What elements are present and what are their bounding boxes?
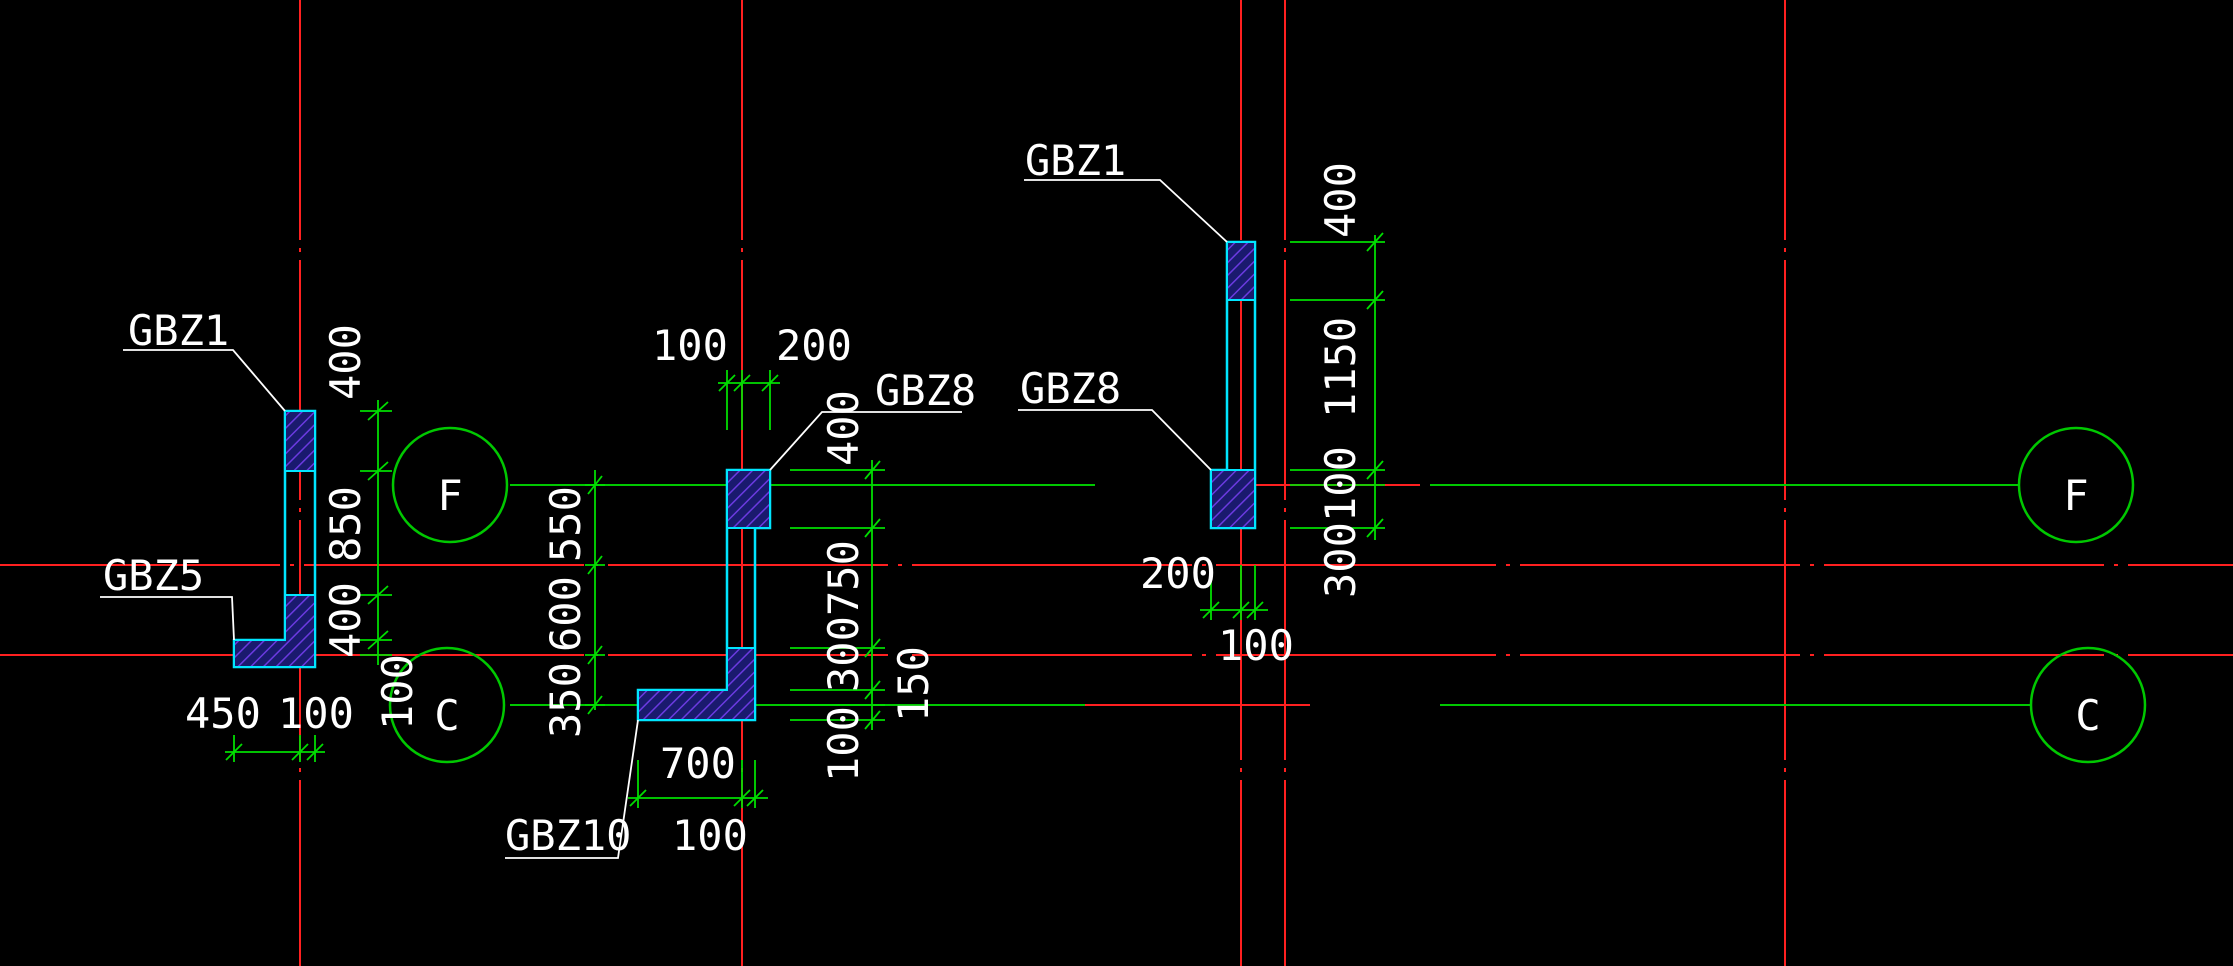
axis-bubble-f-left: F xyxy=(391,426,509,544)
dim-text: 100 xyxy=(373,654,422,730)
dim-text: 300 xyxy=(1316,522,1365,598)
dim-text: 300 xyxy=(819,616,868,692)
wall-gbz8-gbz10[interactable] xyxy=(636,468,772,722)
wall-gbz1-gbz8-right[interactable] xyxy=(1209,240,1257,530)
dim-text: 200 xyxy=(1140,549,1216,598)
dim-text: 100 xyxy=(819,706,868,782)
dim-text: 400 xyxy=(321,582,370,658)
axis-label-c: C xyxy=(2075,691,2100,740)
axis-bubble-c-left: C xyxy=(388,646,506,764)
label-gbz1: GBZ1 xyxy=(1025,136,1126,185)
dim-text: 100 xyxy=(1218,621,1294,670)
axis-label-f: F xyxy=(437,471,462,520)
component-labels: GBZ1 GBZ5 GBZ8 GBZ10 GBZ1 GBZ8 xyxy=(103,136,1126,860)
axis-label-c: C xyxy=(434,691,459,740)
dim-text: 100 xyxy=(278,689,354,738)
dimension-lines xyxy=(225,232,1385,808)
label-gbz10: GBZ10 xyxy=(505,811,631,860)
leader-lines xyxy=(100,179,1228,859)
dim-text: 850 xyxy=(321,486,370,562)
label-gbz5: GBZ5 xyxy=(103,551,204,600)
dim-text: 400 xyxy=(1316,162,1365,238)
wall-gbz1-gbz5[interactable] xyxy=(232,409,317,669)
dim-text: 600 xyxy=(541,576,590,652)
dim-text: 550 xyxy=(541,486,590,562)
dim-text: 200 xyxy=(776,321,852,370)
dim-text: 350 xyxy=(541,662,590,738)
dim-text: 100 xyxy=(1316,446,1365,522)
label-gbz8: GBZ8 xyxy=(875,366,976,415)
label-gbz8: GBZ8 xyxy=(1020,364,1121,413)
dim-text: 400 xyxy=(819,390,868,466)
dim-text: 1150 xyxy=(1316,317,1365,418)
dim-text: 750 xyxy=(819,540,868,616)
axis-label-f: F xyxy=(2063,471,2088,520)
dim-text: 700 xyxy=(660,739,736,788)
axis-bubble-c-right: C xyxy=(2029,646,2147,764)
label-gbz1: GBZ1 xyxy=(128,306,229,355)
axis-bubble-f-right: F xyxy=(2017,426,2135,544)
dim-text: 400 xyxy=(321,324,370,400)
dim-text: 150 xyxy=(889,646,938,722)
dim-text: 100 xyxy=(672,811,748,860)
dimension-texts: 400 850 400 100 450 100 100 200 550 600 … xyxy=(185,162,1365,860)
dim-text: 100 xyxy=(652,321,728,370)
dim-text: 450 xyxy=(185,689,261,738)
